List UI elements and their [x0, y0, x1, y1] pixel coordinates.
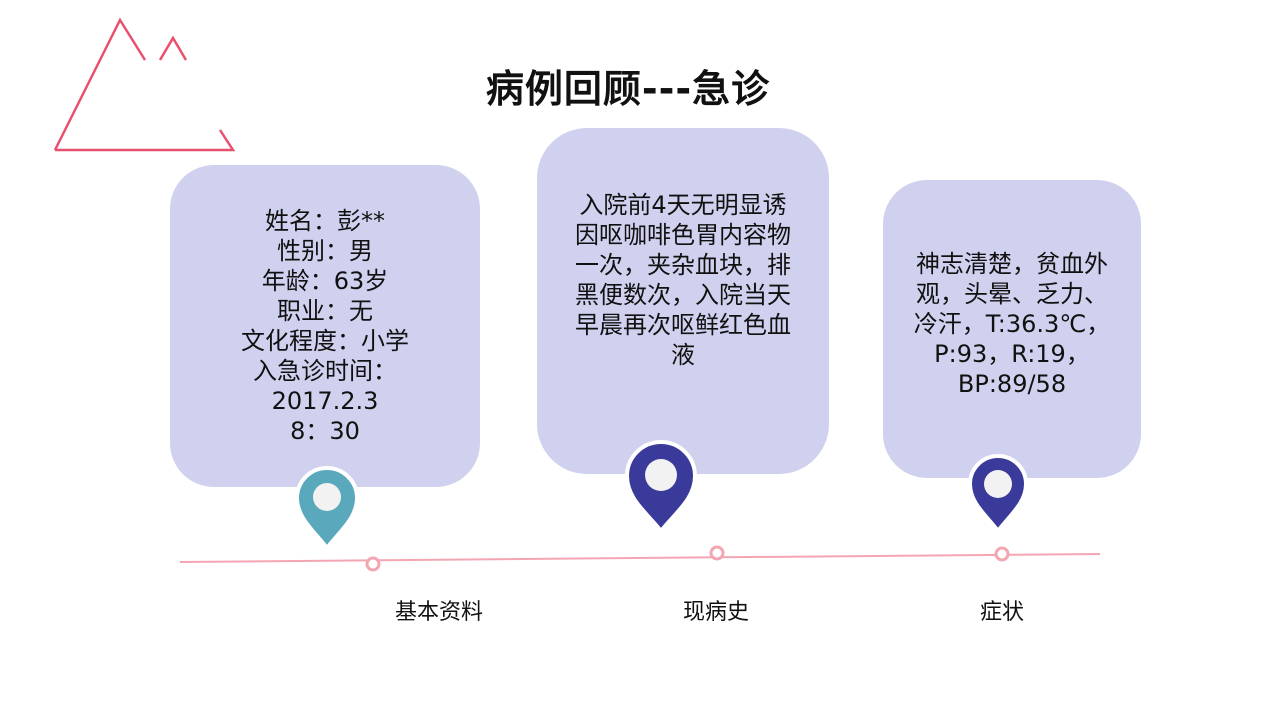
card-line: 早晨再次呕鲜红色血 [575, 311, 791, 339]
card-line: 姓名：彭** [265, 207, 385, 235]
card-line: 黑便数次，入院当天 [575, 281, 791, 309]
present-illness-card: 入院前4天无明显诱 因呕咖啡色胃内容物 一次，夹杂血块，排 黑便数次，入院当天 … [537, 128, 829, 474]
timeline-dot [365, 556, 381, 572]
map-pin-icon [294, 466, 360, 552]
symptoms-card: 神志清楚，贫血外 观，头晕、乏力、 冷汗，T:36.3℃， P:93，R:19，… [883, 180, 1141, 478]
card-line: 神志清楚，贫血外 [916, 250, 1108, 278]
card-line: BP:89/58 [957, 370, 1067, 398]
card-line: 入急诊时间： [253, 357, 397, 385]
basic-info-card: 姓名：彭** 性别：男 年龄：63岁 职业：无 文化程度：小学 入急诊时间： 2… [170, 165, 480, 487]
card-line: 年龄：63岁 [261, 267, 389, 295]
label-symptoms: 症状 [979, 600, 1025, 625]
card-line: P:93，R:19， [934, 340, 1090, 368]
card-line: 液 [671, 341, 695, 369]
card-line: 冷汗，T:36.3℃， [913, 310, 1111, 338]
card-line: 职业：无 [277, 297, 373, 325]
card-line: 因呕咖啡色胃内容物 [575, 221, 791, 249]
timeline-dot [994, 546, 1010, 562]
timeline-dot [709, 545, 725, 561]
card-line: 入院前4天无明显诱 [579, 191, 787, 219]
card-line: 一次，夹杂血块，排 [575, 251, 791, 279]
card-line: 观，头晕、乏力、 [916, 280, 1108, 308]
map-pin-icon [967, 454, 1029, 535]
card-line: 性别：男 [277, 237, 373, 265]
decorative-mountain-lines [53, 17, 236, 152]
label-present-illness: 现病史 [682, 600, 750, 625]
card-line: 2017.2.3 [271, 387, 379, 415]
label-basic-info: 基本资料 [394, 600, 484, 625]
card-line: 8：30 [290, 417, 360, 445]
map-pin-icon [624, 440, 698, 535]
card-line: 文化程度：小学 [241, 327, 409, 355]
page-title: 病例回顾---急诊 [485, 67, 771, 111]
